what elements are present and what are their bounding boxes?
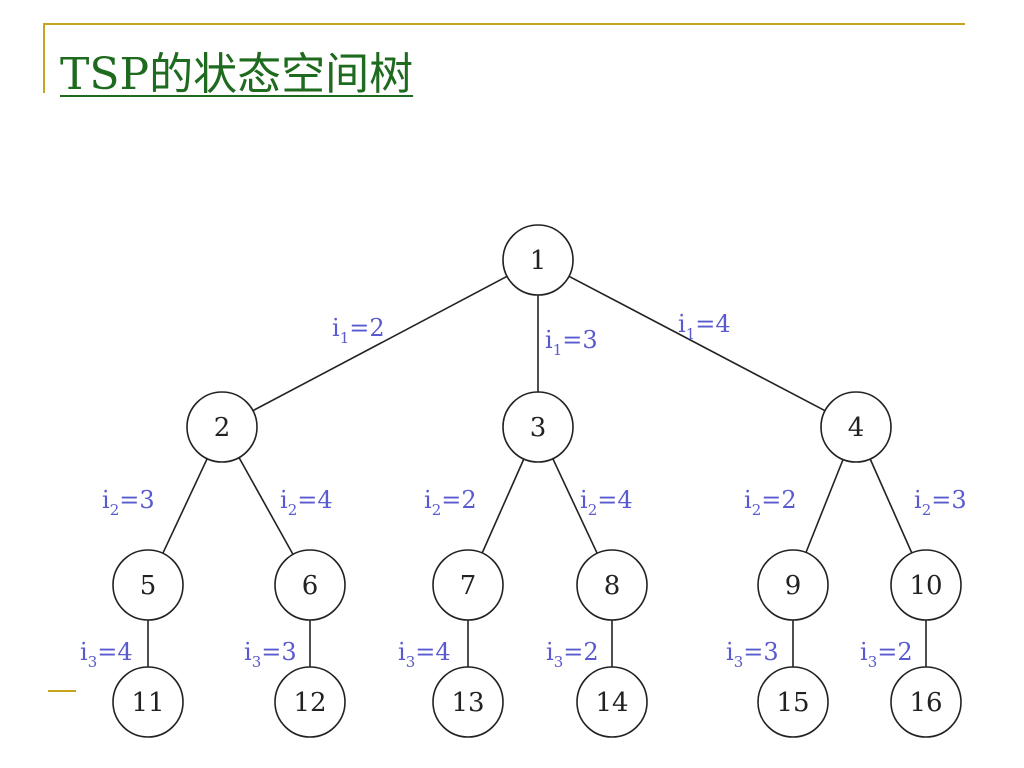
node-circle-9 xyxy=(757,549,829,621)
edge-1-2 xyxy=(252,275,508,412)
top-rule xyxy=(43,23,965,25)
edge-1-4 xyxy=(568,275,826,412)
node-circle-3 xyxy=(502,391,574,463)
edge-labels-layer: i1=2 i1=3 i1=4 i2=3 i2=4 i2=2 i2=4 i2=2 i2=3 i3=4… xyxy=(80,310,967,671)
tree-node-16: 16 xyxy=(890,666,962,738)
tree-node-15: 15 xyxy=(757,666,829,738)
edge-label-10-16: i3=2 xyxy=(860,638,913,671)
edge-label-2-6: i2=4 xyxy=(280,486,333,519)
node-label-13: 13 xyxy=(451,688,484,718)
node-label-7: 7 xyxy=(460,571,477,601)
edges-layer xyxy=(147,275,927,667)
edge-label-6-12: i3=3 xyxy=(244,638,297,671)
node-circle-5 xyxy=(112,549,184,621)
edge-label-2-5: i2=3 xyxy=(102,486,155,519)
edge-label-4-9: i2=2 xyxy=(744,486,797,519)
node-label-6: 6 xyxy=(302,571,319,601)
left-rule xyxy=(43,23,45,93)
node-label-12: 12 xyxy=(293,688,326,718)
edge-label-8-14: i3=2 xyxy=(546,638,599,671)
edge-label-3-7: i2=2 xyxy=(424,486,477,519)
node-circle-10 xyxy=(890,549,962,621)
edge-3-8 xyxy=(552,458,598,554)
tree-node-12: 12 xyxy=(274,666,346,738)
edge-label-1-3: i1=3 xyxy=(545,326,598,359)
tree-node-10: 10 xyxy=(890,549,962,621)
tree-node-5: 5 xyxy=(112,549,184,621)
node-label-5: 5 xyxy=(140,571,157,601)
node-label-16: 16 xyxy=(909,688,942,718)
node-label-3: 3 xyxy=(530,413,547,443)
tree-node-9: 9 xyxy=(757,549,829,621)
edge-4-9 xyxy=(805,459,844,553)
tree-node-8: 8 xyxy=(576,549,648,621)
edge-label-5-11: i3=4 xyxy=(80,638,133,671)
edge-label-9-15: i3=3 xyxy=(726,638,779,671)
edge-2-6 xyxy=(238,457,294,555)
tree-node-2: 2 xyxy=(186,391,258,463)
node-label-11: 11 xyxy=(131,688,164,718)
node-circle-1 xyxy=(502,224,574,296)
slide-title: TSP的状态空间树 xyxy=(60,49,414,100)
bottom-mark xyxy=(48,690,76,692)
node-circle-15 xyxy=(757,666,829,738)
node-circle-14 xyxy=(576,666,648,738)
node-circle-4 xyxy=(820,391,892,463)
node-circle-16 xyxy=(890,666,962,738)
edge-label-3-8: i2=4 xyxy=(580,486,633,519)
node-label-9: 9 xyxy=(785,571,802,601)
node-label-15: 15 xyxy=(776,688,809,718)
node-label-2: 2 xyxy=(214,413,231,443)
tree-node-4: 4 xyxy=(820,391,892,463)
edge-label-7-13: i3=4 xyxy=(398,638,451,671)
tree-node-1: 1 xyxy=(502,224,574,296)
node-label-10: 10 xyxy=(909,571,942,601)
edge-label-1-2: i1=2 xyxy=(332,314,385,347)
tree-node-7: 7 xyxy=(432,549,504,621)
edge-4-10 xyxy=(869,458,913,554)
tree-node-6: 6 xyxy=(274,549,346,621)
node-circle-13 xyxy=(432,666,504,738)
edge-2-5 xyxy=(162,458,208,554)
tree-node-3: 3 xyxy=(502,391,574,463)
node-circle-7 xyxy=(432,549,504,621)
node-label-4: 4 xyxy=(848,413,865,443)
edge-label-1-4: i1=4 xyxy=(678,310,731,343)
node-circle-6 xyxy=(274,549,346,621)
tree-node-13: 13 xyxy=(432,666,504,738)
tree-node-14: 14 xyxy=(576,666,648,738)
node-circle-2 xyxy=(186,391,258,463)
node-label-1: 1 xyxy=(530,246,547,276)
node-circle-12 xyxy=(274,666,346,738)
edge-label-4-10: i2=3 xyxy=(914,486,967,519)
node-label-14: 14 xyxy=(595,688,628,718)
node-circle-8 xyxy=(576,549,648,621)
tree-node-11: 11 xyxy=(112,666,184,738)
node-label-8: 8 xyxy=(604,571,621,601)
edge-3-7 xyxy=(481,458,525,554)
node-circle-11 xyxy=(112,666,184,738)
